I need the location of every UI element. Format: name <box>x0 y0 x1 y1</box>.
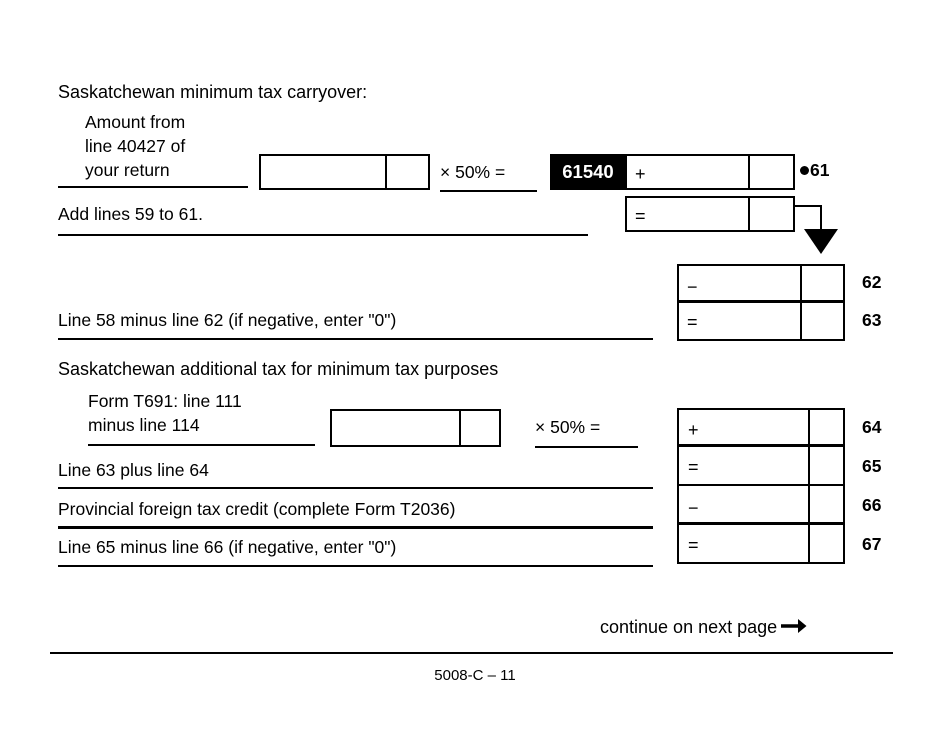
line63-amount-box[interactable]: = <box>677 303 845 341</box>
cents-divider <box>385 156 387 188</box>
carryover-amount-label-line3: your return <box>85 160 170 180</box>
cents-divider <box>808 525 810 562</box>
flow-connector-vertical <box>820 205 822 231</box>
arrow-right-icon <box>781 617 807 640</box>
line66-operator: − <box>688 498 699 518</box>
line67-underline <box>58 565 653 567</box>
line62-63-box-stack: − = <box>677 264 845 341</box>
cents-divider <box>459 411 461 445</box>
footer-divider <box>50 652 893 654</box>
line64-amount-box[interactable]: + <box>677 408 845 447</box>
line64-operator: + <box>688 420 699 440</box>
cents-divider <box>748 198 750 230</box>
carryover-amount-label-line2: line 40427 of <box>85 136 186 156</box>
line63-marker: 63 <box>862 310 882 330</box>
cents-divider <box>808 410 810 444</box>
continue-note: continue on next page <box>600 615 807 640</box>
line63-operator: = <box>687 312 698 332</box>
line64-marker: 64 <box>862 417 882 437</box>
line65-marker: 65 <box>862 456 882 476</box>
line67-label: Line 65 minus line 66 (if negative, ente… <box>58 537 397 557</box>
line65-underline <box>58 487 653 489</box>
cents-divider <box>748 156 750 188</box>
t691-label-line2: minus line 114 <box>88 415 200 435</box>
carryover-amount-label-underline <box>58 186 248 188</box>
cents-divider <box>800 266 802 300</box>
line66-underline <box>58 526 653 529</box>
line62-operator: − <box>687 277 698 297</box>
additional-multiplier-underline <box>535 446 638 448</box>
carryover-multiplier: × 50% = <box>440 162 506 182</box>
cents-divider <box>808 447 810 484</box>
line61-highlighted-field[interactable]: 61540 <box>550 154 626 190</box>
cents-divider <box>808 486 810 522</box>
line61-marker: 61 <box>800 160 829 181</box>
flow-connector-horizontal <box>793 205 822 207</box>
line66-amount-box[interactable]: − <box>677 486 845 525</box>
line62-marker: 62 <box>862 272 882 292</box>
add-lines-underline <box>58 234 588 236</box>
line67-amount-box[interactable]: = <box>677 525 845 564</box>
line63-underline <box>58 338 653 340</box>
line62-amount-box[interactable]: − <box>677 264 845 303</box>
form-code: 5008-C – 11 <box>434 667 516 684</box>
carryover-amount-input[interactable] <box>259 154 430 190</box>
bullet-icon <box>800 166 809 176</box>
carryover-amount-label-line1: Amount from <box>85 112 186 132</box>
add-lines-result-box[interactable]: = <box>625 196 795 232</box>
cents-divider <box>800 303 802 339</box>
line65-label: Line 63 plus line 64 <box>58 460 209 480</box>
flow-arrow-down-icon <box>804 229 838 254</box>
carryover-multiplier-underline <box>440 190 537 192</box>
t691-label-line1: Form T691: line 111 <box>88 391 242 411</box>
line67-marker: 67 <box>862 534 882 554</box>
add-lines-label: Add lines 59 to 61. <box>58 204 203 224</box>
section-carryover-heading: Saskatchewan minimum tax carryover: <box>58 82 368 102</box>
line65-operator: = <box>688 457 699 477</box>
line66-marker: 66 <box>862 495 882 515</box>
line67-operator: = <box>688 535 699 555</box>
section-additional-heading: Saskatchewan additional tax for minimum … <box>58 359 499 379</box>
add-lines-operator: = <box>635 206 646 226</box>
line66-label: Provincial foreign tax credit (complete … <box>58 499 456 519</box>
t691-label-underline <box>88 444 315 446</box>
additional-multiplier: × 50% = <box>535 417 601 437</box>
line61-amount-box[interactable]: + <box>625 154 795 190</box>
line65-amount-box[interactable]: = <box>677 447 845 486</box>
t691-amount-input[interactable] <box>330 409 501 447</box>
line64-67-box-stack: + = − = <box>677 408 845 564</box>
line63-label: Line 58 minus line 62 (if negative, ente… <box>58 310 397 330</box>
line61-operator: + <box>635 164 646 184</box>
